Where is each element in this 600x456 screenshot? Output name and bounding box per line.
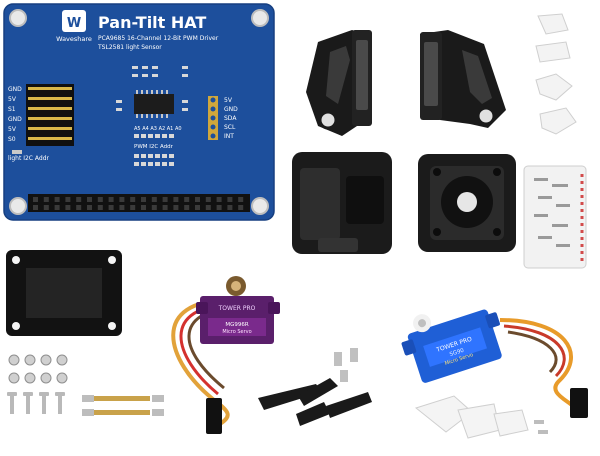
white-servo-horns	[535, 13, 577, 135]
svg-text:W: W	[67, 16, 81, 31]
small-screws	[334, 348, 358, 382]
gpio-pin	[43, 205, 49, 210]
pwm-addr-label: PWM I2C Addr	[134, 144, 174, 150]
gpio-pin	[195, 197, 200, 202]
mg-model: MG996R	[225, 322, 249, 328]
nuts	[8, 354, 68, 384]
gpio-pin	[205, 197, 211, 202]
gpio-pin	[97, 197, 103, 202]
black-servo-horns	[258, 378, 372, 426]
gpio-pin	[195, 205, 200, 210]
pin-label: 5V	[8, 126, 17, 133]
gpio-pin	[184, 197, 190, 202]
gpio-pin	[119, 197, 125, 202]
acrylic-base-plate	[6, 250, 122, 336]
pin-label: GND	[8, 116, 22, 123]
brass-standoffs	[82, 395, 164, 416]
mg-sub: Micro Servo	[222, 329, 251, 335]
pin-label: SDA	[224, 115, 237, 122]
gpio-pin	[141, 197, 146, 202]
screw-bag	[523, 165, 587, 269]
camera-mount-bracket	[292, 152, 392, 254]
gpio-pin	[238, 205, 244, 210]
address-jumpers	[134, 134, 174, 166]
servo-connector	[570, 388, 588, 418]
gpio-pin	[227, 197, 233, 202]
tilt-bracket-right	[420, 30, 506, 128]
pin-label: 5V	[224, 97, 233, 104]
left-pin-labels: GND 5V S1 GND 5V S0	[8, 86, 22, 143]
gpio-pin	[54, 197, 60, 202]
hat-line-2: TSL2581 light Sensor	[97, 44, 162, 51]
metal-gear-servo: TOWER PRO MG996R Micro Servo	[171, 276, 280, 434]
sg90-white-horns	[414, 395, 529, 439]
light-addr-label: light I2C Addr	[8, 155, 50, 162]
gpio-pin	[151, 205, 157, 210]
brand-label: Waveshare	[56, 35, 92, 43]
gpio-pin	[141, 205, 146, 210]
right-pin-labels: 5V GND SDA SCL INT	[224, 97, 238, 140]
servo-connector	[206, 398, 222, 434]
gpio-pin	[33, 197, 38, 202]
bolts	[7, 392, 65, 414]
gpio-pin	[108, 197, 114, 202]
gpio-pin	[65, 205, 71, 210]
gpio-pin	[43, 197, 49, 202]
pca9685-chip	[134, 90, 174, 118]
pin-label: SCL	[224, 124, 236, 131]
pin-label: GND	[224, 106, 238, 113]
pan-tilt-hat-board: W Waveshare Pan-Tilt HAT PCA9685 16-Chan…	[3, 3, 275, 221]
gpio-pin	[151, 197, 157, 202]
gpio-pin	[108, 205, 114, 210]
smd-components	[116, 66, 188, 111]
gpio-pin	[33, 205, 38, 210]
sensor-header	[208, 96, 218, 140]
gpio-pin	[216, 197, 222, 202]
gpio-pin	[119, 205, 125, 210]
hat-line-1: PCA9685 16-Channel 12-Bit PWM Driver	[98, 35, 219, 42]
gpio-pin	[238, 197, 244, 202]
gpio-pin	[130, 197, 136, 202]
addr-bits-label: A5 A4 A3 A2 A1 A0	[134, 126, 182, 132]
gpio-pin	[76, 197, 82, 202]
gpio-pin	[65, 197, 71, 202]
gpio-pin	[162, 197, 168, 202]
gpio-pin	[205, 205, 211, 210]
sg90-screws	[534, 420, 548, 434]
tilt-bracket-left	[306, 30, 372, 136]
gpio-pin	[162, 205, 168, 210]
gpio-header-40pin	[28, 194, 250, 212]
gpio-pin	[130, 205, 136, 210]
mg-sticker: TOWER PRO	[218, 305, 256, 312]
sg-model: SG90	[449, 348, 465, 358]
pin-label: S0	[8, 136, 16, 143]
servo-pin-header	[26, 84, 74, 146]
gpio-pin	[97, 205, 103, 210]
gpio-pin	[76, 205, 82, 210]
mounting-holes	[9, 9, 269, 215]
sg90-servo: TOWER PRO SG90 Micro Servo	[401, 309, 588, 418]
gpio-pin	[173, 197, 179, 202]
waveshare-logo: W Waveshare	[56, 10, 92, 43]
gpio-pin	[216, 205, 222, 210]
gpio-pin	[87, 197, 92, 202]
gpio-pin	[227, 205, 233, 210]
pin-label: INT	[224, 133, 234, 140]
pan-base-plate	[418, 154, 516, 252]
hat-title: Pan-Tilt HAT	[98, 13, 206, 32]
pin-label: GND	[8, 86, 22, 93]
pin-label: 5V	[8, 96, 17, 103]
gpio-pin	[87, 205, 92, 210]
pin-label: S1	[8, 106, 16, 113]
gpio-pin	[173, 205, 179, 210]
gpio-pin	[184, 205, 190, 210]
gpio-pin	[54, 205, 60, 210]
